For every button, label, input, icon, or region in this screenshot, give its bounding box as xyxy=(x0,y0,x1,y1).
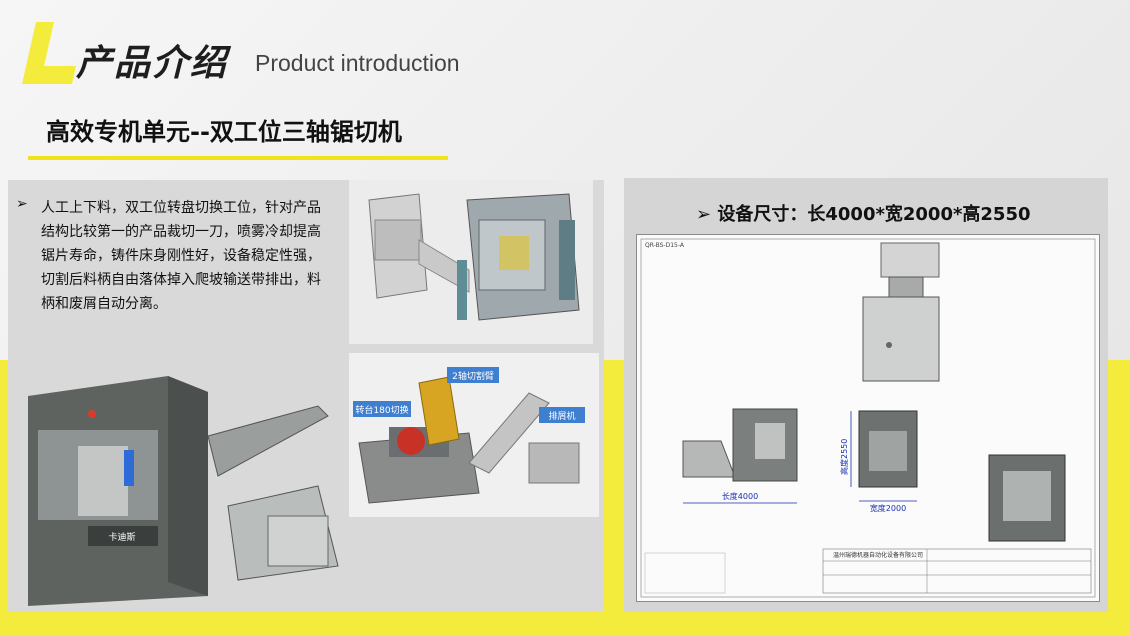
callout-axis-arm: 2轴切割臂 xyxy=(452,370,494,382)
drawing-frame-code: QR-BS-D15-A xyxy=(645,242,685,249)
machine-render-main: 卡迪斯 xyxy=(28,376,339,606)
technical-drawing: QR-BS-D15-A 长度4000 高度2550 宽度2000 xyxy=(636,234,1100,602)
logo-l-icon xyxy=(22,22,76,84)
dimension-height-label: 高度2550 xyxy=(839,439,849,475)
equipment-dimensions: ➢ 设备尺寸：长4000*宽2000*高2550 xyxy=(696,200,1031,226)
callout-turntable: 转台180切换 xyxy=(355,404,408,416)
page-subtitle: 高效专机单元--双工位三轴锯切机 xyxy=(46,118,402,146)
technical-drawing-svg: QR-BS-D15-A 长度4000 高度2550 宽度2000 xyxy=(640,238,1096,598)
dimensions-text: 设备尺寸：长4000*宽2000*高2550 xyxy=(717,204,1031,225)
product-description-panel: ➢ 人工上下料，双工位转盘切换工位，针对产品结构比较第一的产品裁切一刀，喷雾冷却… xyxy=(8,180,604,612)
dimension-drawing-panel: ➢ 设备尺寸：长4000*宽2000*高2550 QR-BS-D15-A 长度4… xyxy=(624,178,1108,612)
title-block-company: 温州瑞德机器自动化设备有限公司 xyxy=(833,551,923,559)
page-title: 产品介绍 xyxy=(76,43,229,84)
machine-brand-label: 卡迪斯 xyxy=(108,531,135,543)
dimension-length-label: 长度4000 xyxy=(722,491,758,501)
page-title-english: Product introduction xyxy=(255,50,460,76)
dimension-width-label: 宽度2000 xyxy=(870,503,906,513)
callout-conveyor: 排屑机 xyxy=(548,410,575,422)
subtitle-underline xyxy=(28,156,448,160)
product-description-text: 人工上下料，双工位转盘切换工位，针对产品结构比较第一的产品裁切一刀，喷雾冷却提高… xyxy=(41,200,321,312)
machine-inner-render: 2轴切割臂 转台180切换 排屑机 xyxy=(349,353,599,517)
bullet-arrow-icon: ➢ xyxy=(696,204,712,225)
bullet-arrow-icon: ➢ xyxy=(16,196,28,212)
machine-render-top xyxy=(349,180,593,344)
